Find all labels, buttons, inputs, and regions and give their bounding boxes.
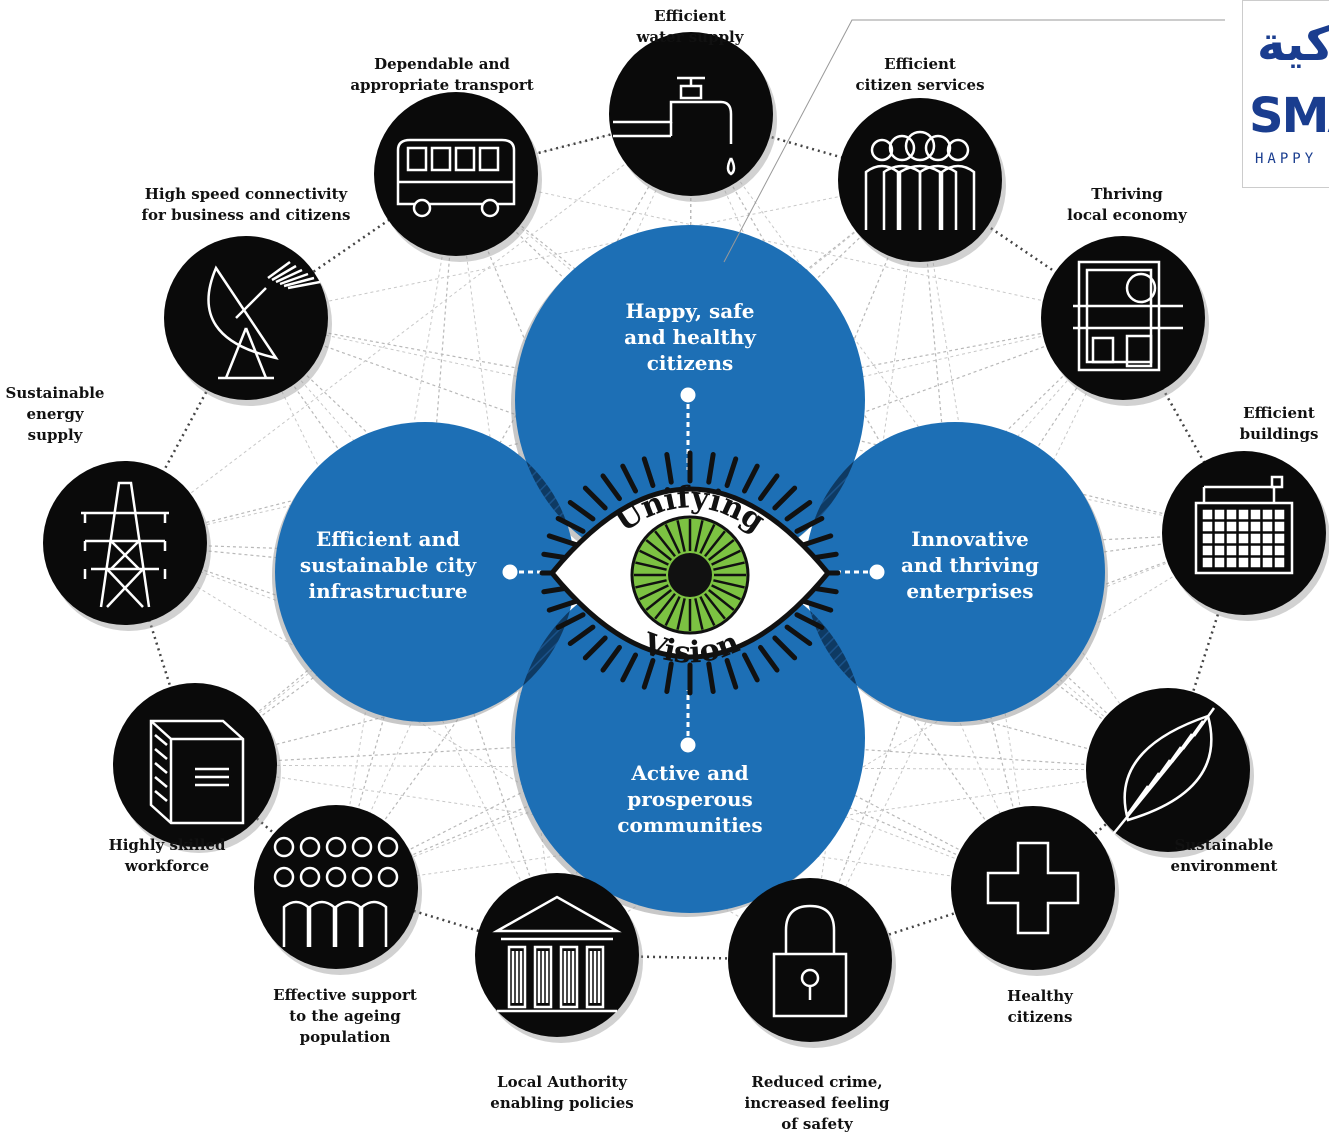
- node-label: Effective support to the ageing populati…: [273, 986, 417, 1046]
- node-shop: [1041, 236, 1209, 406]
- pillar-left-circle: [275, 422, 575, 722]
- node-book: [113, 683, 281, 853]
- node-label: Efficient buildings: [1239, 404, 1319, 443]
- satellite-dish-icon: [207, 260, 321, 380]
- node-disc: [164, 236, 328, 400]
- pillar-label-bottom: Active and prosperous communities: [617, 761, 763, 837]
- node-label: Thriving local economy: [1067, 185, 1187, 224]
- node-disc: [609, 32, 773, 196]
- node-label: Local Authority enabling policies: [490, 1073, 634, 1112]
- node-label: Sustainable environment: [1170, 836, 1278, 875]
- node-label: Sustainable energy supply: [5, 384, 105, 444]
- pillar-label-right: Innovative and thriving enterprises: [900, 527, 1040, 603]
- civic-building-icon: [492, 895, 622, 1013]
- pointer-line: [723, 19, 1225, 263]
- bus-icon: [396, 138, 516, 218]
- node-satellite-dish: [164, 236, 332, 406]
- node-civic-building: [475, 873, 643, 1043]
- node-label: Efficient citizen services: [855, 55, 985, 94]
- node-disc: [951, 806, 1115, 970]
- tap-icon: [613, 76, 736, 176]
- padlock-icon: [772, 904, 848, 1018]
- building-icon: [1194, 475, 1294, 575]
- leaf-icon: [1109, 707, 1216, 839]
- node-disc: [374, 92, 538, 256]
- smart-logo: كية SMA HAPPY: [1242, 0, 1329, 188]
- logo-arabic-text: كية: [1257, 16, 1329, 72]
- node-bus: [374, 92, 542, 262]
- node-disc: [43, 461, 207, 625]
- shop-icon: [1073, 260, 1183, 372]
- logo-tagline: HAPPY: [1255, 151, 1318, 167]
- node-label: Dependable and appropriate transport: [350, 55, 534, 94]
- crowd-icon: [273, 836, 399, 947]
- iris-spokes: [634, 519, 746, 631]
- pillar-label-top: Happy, safe and healthy citizens: [624, 299, 756, 375]
- node-label: High speed connectivity for business and…: [141, 185, 351, 224]
- node-tap: [609, 32, 777, 202]
- eye-rays: [539, 450, 841, 696]
- node-disc: [1041, 236, 1205, 400]
- pillar-label-left: Efficient and sustainable city infrastru…: [299, 527, 477, 603]
- node-leaf: [1086, 688, 1254, 858]
- node-pylon: [43, 461, 211, 631]
- logo-text: SMA: [1249, 88, 1329, 144]
- node-label: Efficient water supply: [636, 7, 744, 46]
- node-layer: [43, 32, 1329, 1048]
- node-padlock: [728, 878, 896, 1048]
- cross-icon: [986, 841, 1080, 935]
- eye-pupil: [668, 553, 712, 597]
- node-label: Healthy citizens: [1007, 987, 1073, 1026]
- people-icon: [864, 130, 976, 230]
- unifying-vision-eye: Unifying Vision: [539, 450, 841, 696]
- pillar-right-circle: [805, 422, 1105, 722]
- book-icon: [149, 719, 245, 825]
- node-crowd: [254, 805, 422, 975]
- node-cross: [951, 806, 1119, 976]
- node-disc: [1086, 688, 1250, 852]
- node-disc: [728, 878, 892, 1042]
- node-disc: [1162, 451, 1326, 615]
- node-people: [838, 98, 1006, 268]
- node-label: Reduced crime, increased feeling of safe…: [744, 1073, 890, 1133]
- pylon-icon: [81, 481, 169, 608]
- node-building: [1162, 451, 1329, 621]
- node-label: Highly skilled workforce: [108, 836, 226, 875]
